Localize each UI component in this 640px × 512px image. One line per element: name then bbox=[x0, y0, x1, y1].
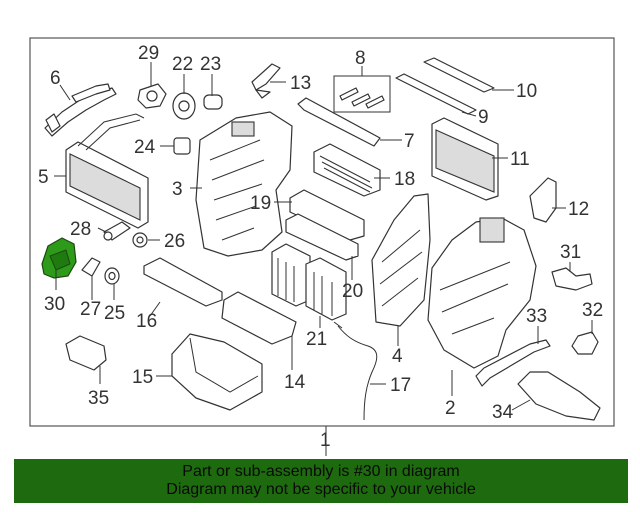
callout-17: 17 bbox=[390, 375, 411, 396]
part-15-tray bbox=[171, 333, 263, 411]
part-11-filter bbox=[431, 117, 499, 201]
notice-banner: Part or sub-assembly is #30 in diagram D… bbox=[14, 459, 628, 503]
callout-21: 21 bbox=[306, 329, 327, 350]
callout-15: 15 bbox=[132, 367, 153, 388]
callout-14: 14 bbox=[284, 372, 306, 393]
part-12-bracket bbox=[529, 177, 557, 223]
part-30-actuator bbox=[41, 237, 77, 279]
part-2-case-right bbox=[427, 217, 537, 369]
part-34-duct bbox=[517, 371, 601, 421]
part-20-door bbox=[285, 213, 359, 261]
callout-20: 20 bbox=[342, 281, 363, 302]
callout-6: 6 bbox=[50, 68, 61, 89]
diagram-frame bbox=[29, 37, 615, 427]
callout-23: 23 bbox=[200, 54, 221, 75]
callout-29: 29 bbox=[138, 43, 159, 64]
callout-2: 2 bbox=[445, 398, 456, 419]
callout-24: 24 bbox=[134, 137, 156, 158]
part-5-heater-core bbox=[65, 113, 149, 229]
callout-22: 22 bbox=[172, 54, 193, 75]
part-21-filter-pair bbox=[271, 243, 347, 321]
callout-28: 28 bbox=[70, 219, 91, 240]
part-23-sensor bbox=[203, 94, 223, 110]
callout-35: 35 bbox=[88, 388, 109, 409]
part-28-lever bbox=[103, 221, 131, 241]
part-22-motor bbox=[172, 92, 196, 120]
notice-line-2: Diagram may not be specific to your vehi… bbox=[166, 481, 476, 498]
part-8-box bbox=[333, 75, 391, 113]
part-3-case-left bbox=[195, 111, 293, 257]
part-33-hose bbox=[475, 339, 551, 387]
part-19-door bbox=[289, 189, 365, 241]
callout-10: 10 bbox=[516, 81, 537, 102]
callout-labels: 1 2 3 4 5 6 7 8 9 10 11 12 13 14 15 16 1… bbox=[38, 43, 603, 451]
part-10-seal bbox=[423, 57, 495, 93]
part-9-seal bbox=[395, 73, 477, 115]
callout-31: 31 bbox=[560, 242, 581, 263]
part-27-link bbox=[81, 257, 101, 277]
part-18-door bbox=[313, 143, 381, 197]
parts-diagram: 1 2 3 4 5 6 7 8 9 10 11 12 13 14 15 16 1… bbox=[29, 37, 615, 456]
part-26-grommet bbox=[132, 232, 148, 248]
callout-1: 1 bbox=[320, 430, 331, 451]
callout-7: 7 bbox=[404, 131, 415, 152]
callout-9: 9 bbox=[478, 107, 489, 128]
callout-32: 32 bbox=[582, 300, 603, 321]
callout-27: 27 bbox=[80, 299, 101, 320]
callout-26: 26 bbox=[164, 231, 185, 252]
callout-19: 19 bbox=[250, 193, 271, 214]
callout-33: 33 bbox=[526, 306, 547, 327]
callout-12: 12 bbox=[568, 199, 589, 220]
callout-5: 5 bbox=[38, 167, 49, 188]
part-32-motor bbox=[571, 331, 599, 355]
part-24-clip bbox=[173, 137, 191, 155]
callout-3: 3 bbox=[172, 179, 183, 200]
leader-lines bbox=[54, 62, 593, 411]
callout-8: 8 bbox=[355, 48, 366, 69]
callout-13: 13 bbox=[290, 73, 311, 94]
part-4-case-middle bbox=[371, 193, 431, 327]
part-25-grommet bbox=[104, 267, 120, 285]
callout-16: 16 bbox=[136, 311, 157, 332]
part-31-sensor bbox=[551, 267, 593, 291]
part-6-pipes bbox=[44, 83, 117, 137]
callout-11: 11 bbox=[510, 149, 530, 170]
part-7-seal bbox=[297, 97, 381, 147]
callout-30: 30 bbox=[44, 294, 65, 315]
callout-25: 25 bbox=[104, 303, 125, 324]
part-35-vent bbox=[65, 335, 107, 371]
part-13-bracket bbox=[251, 63, 281, 99]
notice-line-1: Part or sub-assembly is #30 in diagram bbox=[182, 463, 460, 480]
callout-18: 18 bbox=[394, 169, 415, 190]
callout-4: 4 bbox=[392, 346, 403, 367]
part-16-duct bbox=[143, 257, 223, 307]
part-17-hose bbox=[333, 321, 378, 421]
part-29-actuator bbox=[137, 83, 167, 109]
callout-34: 34 bbox=[492, 402, 514, 423]
